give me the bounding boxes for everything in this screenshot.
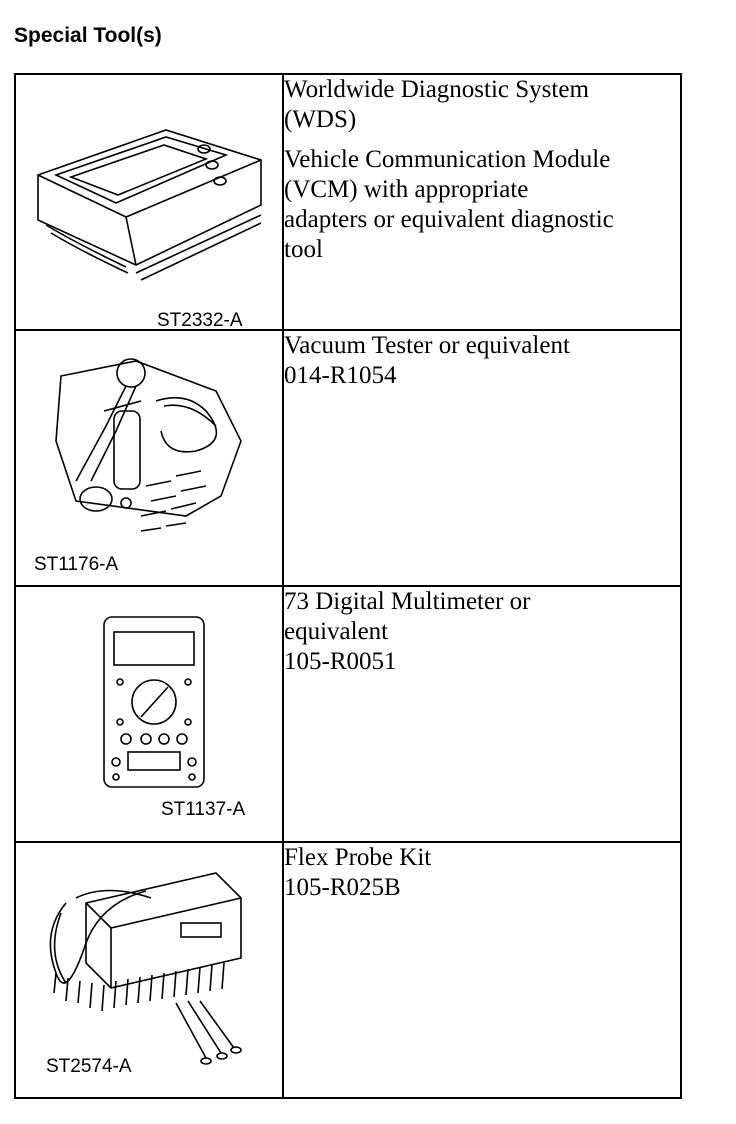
description-block: 73 Digital Multimeter or equivalent 105-… xyxy=(284,587,680,677)
description-line: 105-R0051 xyxy=(284,648,397,675)
table-row: ST1137-A 73 Digital Multimeter or equiva… xyxy=(14,585,682,843)
description-line: tool xyxy=(284,236,323,263)
special-tools-table: ST2332-A Worldwide Diagnostic System (WD… xyxy=(14,73,682,1099)
page-title: Special Tool(s) xyxy=(14,24,162,47)
tool-description-cell: Worldwide Diagnostic System (WDS) Vehicl… xyxy=(282,73,682,331)
description-block: Vacuum Tester or equivalent 014-R1054 xyxy=(284,331,680,391)
tool-image-cell: ST1176-A xyxy=(14,329,284,587)
vacuum-tester-icon xyxy=(55,358,242,532)
flex-probe-kit-icon xyxy=(49,872,242,1065)
tool-code: ST2574-A xyxy=(46,1056,132,1077)
table-row: ST2574-A Flex Probe Kit 105-R025B xyxy=(14,841,682,1099)
description-block: Flex Probe Kit 105-R025B xyxy=(284,843,680,903)
description-line: equivalent xyxy=(284,618,389,645)
description-line: 73 Digital Multimeter or xyxy=(284,588,531,615)
description-line: (VCM) with appropriate xyxy=(284,176,529,203)
tool-code: ST2332-A xyxy=(157,310,243,331)
tool-code: ST1137-A xyxy=(161,799,246,820)
description-line: adapters or equivalent diagnostic xyxy=(284,206,614,233)
description-block: Vehicle Communication Module (VCM) with … xyxy=(284,145,680,265)
tool-description-cell: 73 Digital Multimeter or equivalent 105-… xyxy=(282,585,682,843)
tool-image-cell: ST1137-A xyxy=(14,585,284,843)
tool-image-cell: ST2574-A xyxy=(14,841,284,1099)
description-line: Worldwide Diagnostic System xyxy=(284,76,589,103)
tool-description-cell: Vacuum Tester or equivalent 014-R1054 xyxy=(282,329,682,587)
tool-description-cell: Flex Probe Kit 105-R025B xyxy=(282,841,682,1099)
multimeter-icon xyxy=(103,616,205,788)
description-line: (WDS) xyxy=(284,106,357,133)
description-line: Vacuum Tester or equivalent xyxy=(284,332,570,359)
diagnostic-system-icon xyxy=(37,129,262,281)
tool-image-cell: ST2332-A xyxy=(14,73,284,331)
description-line: Flex Probe Kit xyxy=(284,844,432,871)
description-line: 014-R1054 xyxy=(284,362,397,389)
description-line: 105-R025B xyxy=(284,874,401,901)
table-row: ST2332-A Worldwide Diagnostic System (WD… xyxy=(14,73,682,331)
description-block: Worldwide Diagnostic System (WDS) xyxy=(284,75,680,135)
description-line: Vehicle Communication Module xyxy=(284,146,611,173)
table-row: ST1176-A Vacuum Tester or equivalent 014… xyxy=(14,329,682,587)
tool-code: ST1176-A xyxy=(34,554,119,575)
